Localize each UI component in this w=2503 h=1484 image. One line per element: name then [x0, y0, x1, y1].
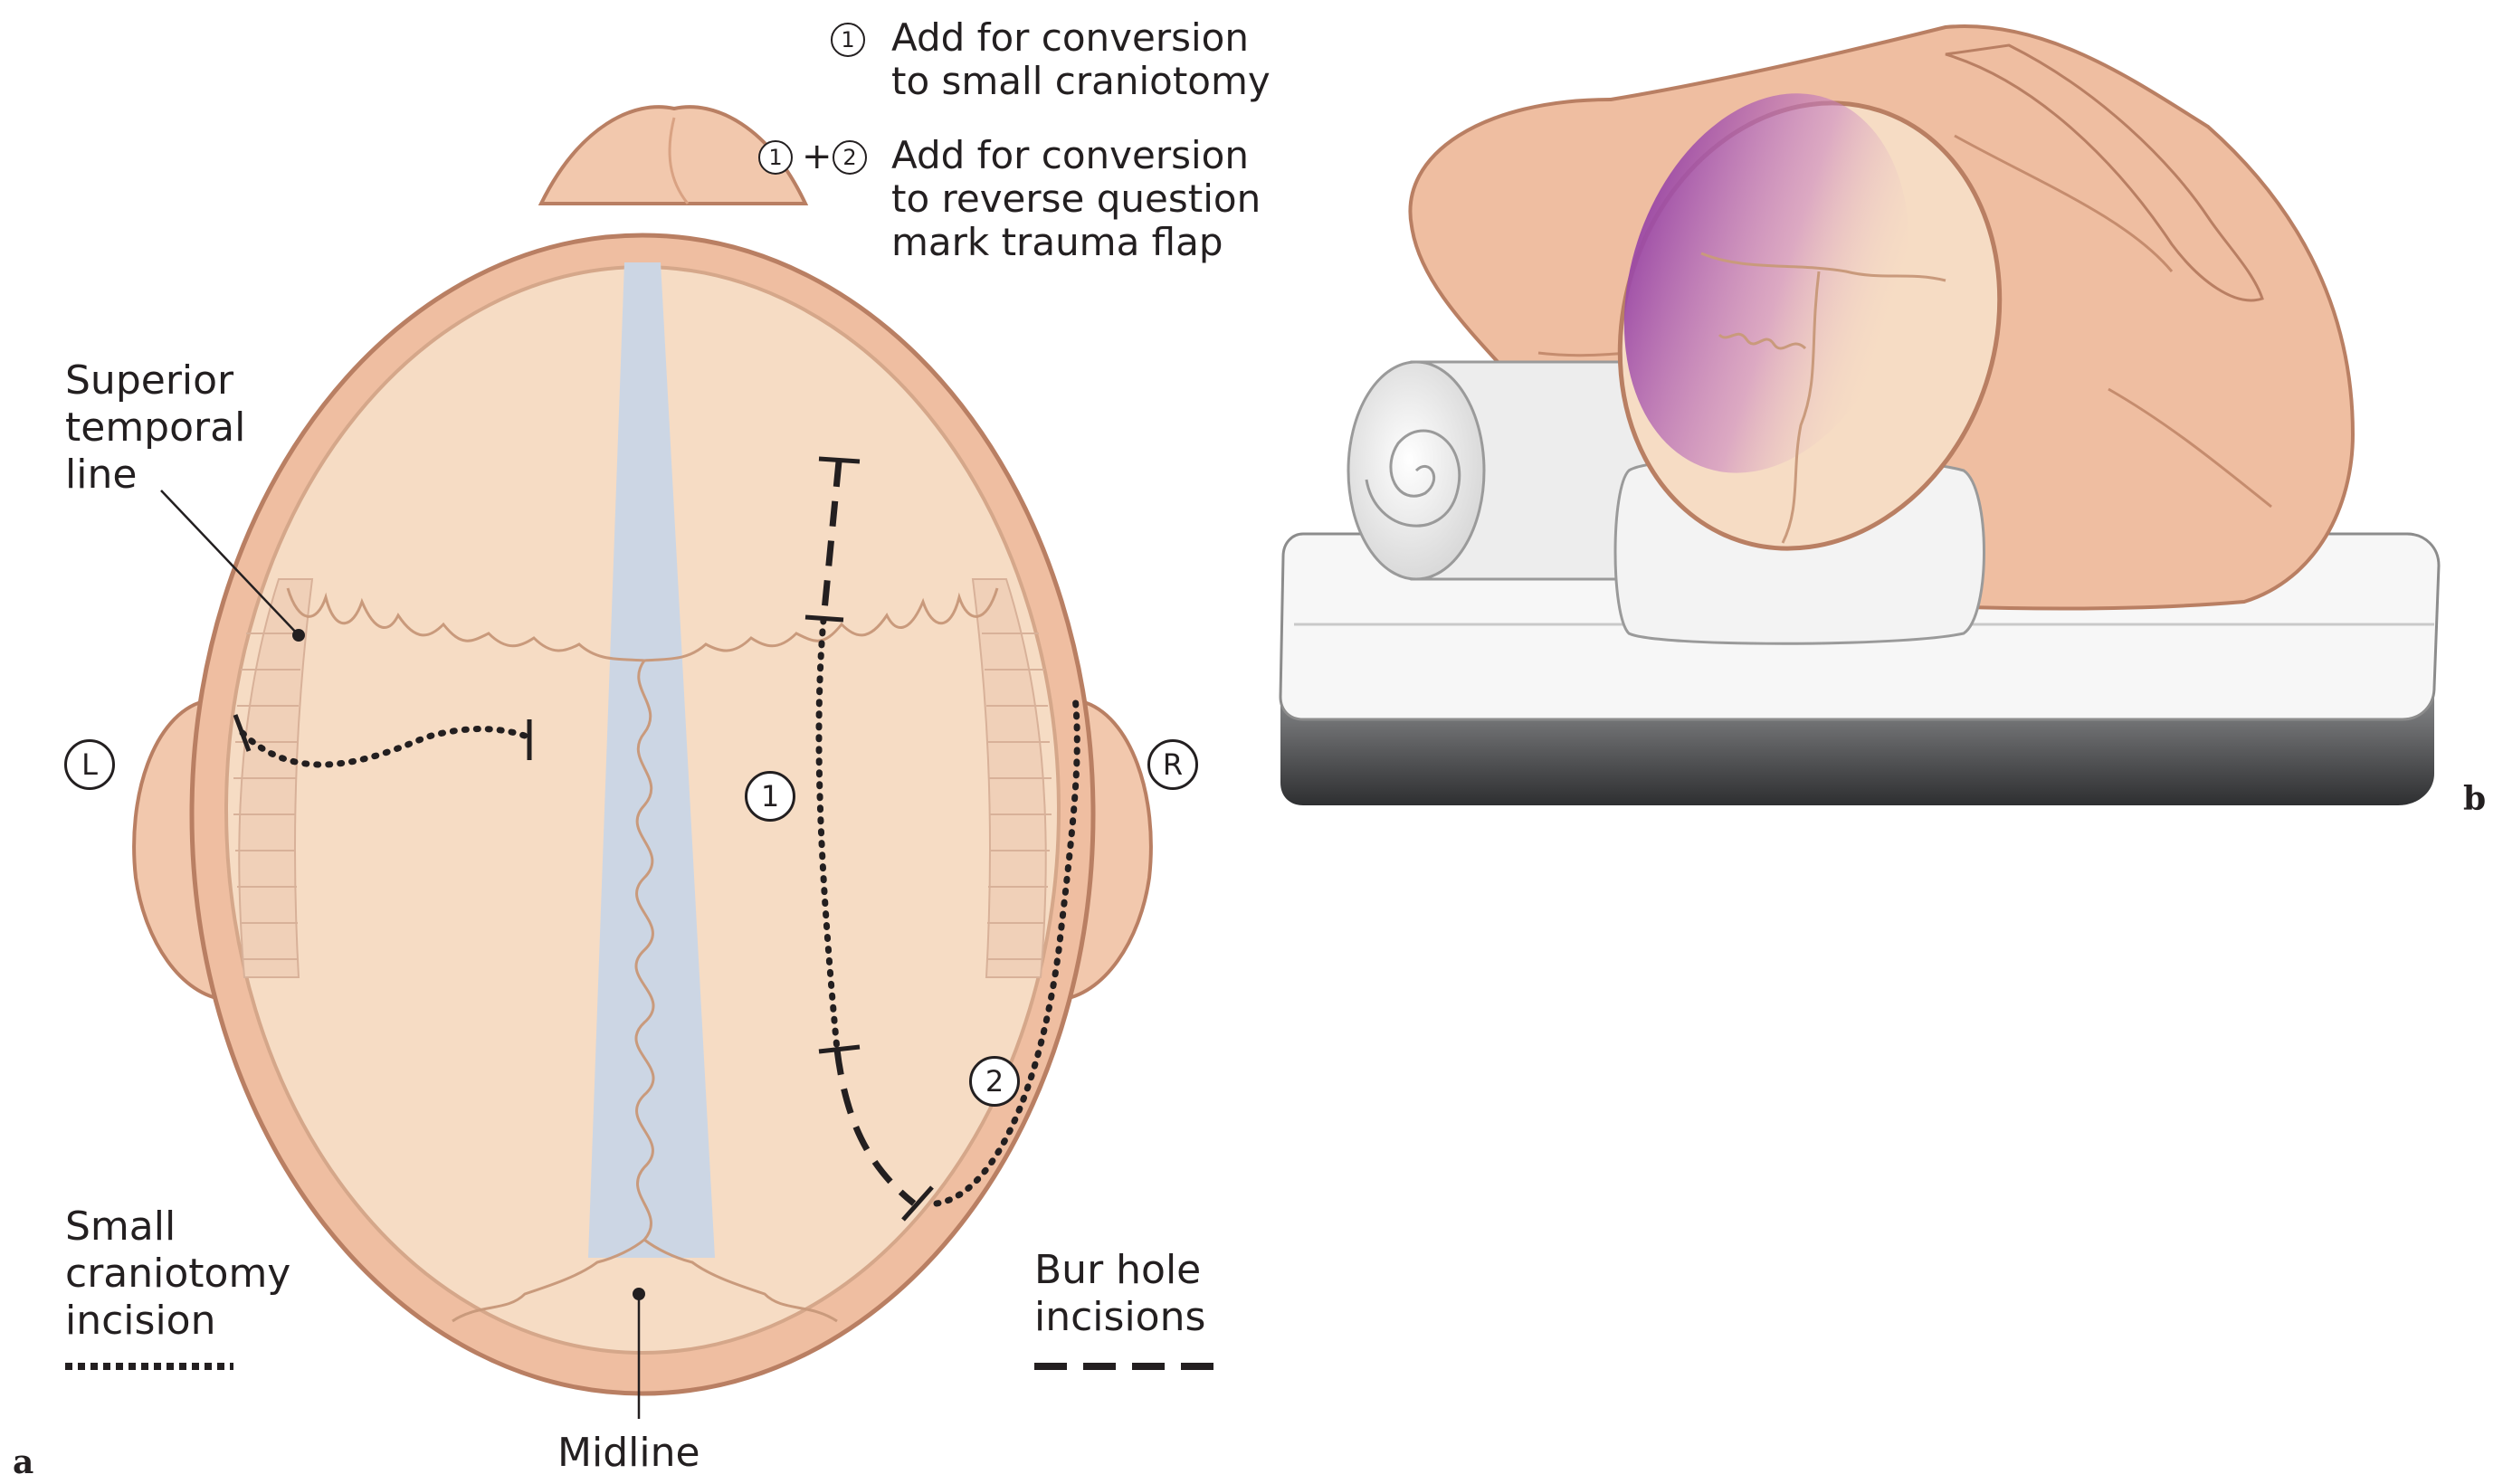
conversion-marker-1: 1 — [745, 771, 795, 822]
legend-line2-text-a: Add for conversion — [891, 134, 1249, 177]
right-side-marker: R — [1147, 739, 1198, 790]
legend-plus: + — [802, 138, 833, 175]
legend-marker-1b: 1 — [758, 140, 793, 175]
legend-line2-text-c: mark trauma flap — [891, 221, 1223, 264]
leader-dot — [292, 629, 305, 642]
incision-end-cap — [819, 459, 860, 461]
superior-temporal-line-label-1: Superior — [65, 357, 233, 404]
midline-label: Midline — [557, 1430, 700, 1477]
bur-hole-label-2: incisions — [1034, 1294, 1205, 1341]
small-craniotomy-label-1: Small — [65, 1203, 176, 1251]
leader-dot — [633, 1288, 645, 1300]
towel-roll — [1348, 362, 1647, 579]
head-top-view — [65, 107, 1217, 1419]
bur-hole-label-1: Bur hole — [1034, 1247, 1201, 1294]
legend-line2-text-b: to reverse question — [891, 177, 1261, 221]
panel-label-b: b — [2463, 780, 2486, 818]
left-side-marker: L — [64, 739, 115, 790]
legend-marker-1: 1 — [831, 23, 865, 57]
superior-temporal-line-label-2: temporal — [65, 404, 245, 452]
legend-line1-text-a: Add for conversion — [891, 16, 1249, 60]
legend-line1-text-b: to small craniotomy — [891, 60, 1271, 103]
small-craniotomy-label-3: incision — [65, 1298, 215, 1345]
conversion-marker-2: 2 — [969, 1056, 1020, 1107]
superior-temporal-line-label-3: line — [65, 452, 137, 499]
legend-marker-2: 2 — [833, 140, 867, 175]
small-craniotomy-label-2: craniotomy — [65, 1251, 290, 1298]
panel-label-a: a — [13, 1443, 33, 1481]
patient-positioning-view — [1280, 26, 2439, 805]
